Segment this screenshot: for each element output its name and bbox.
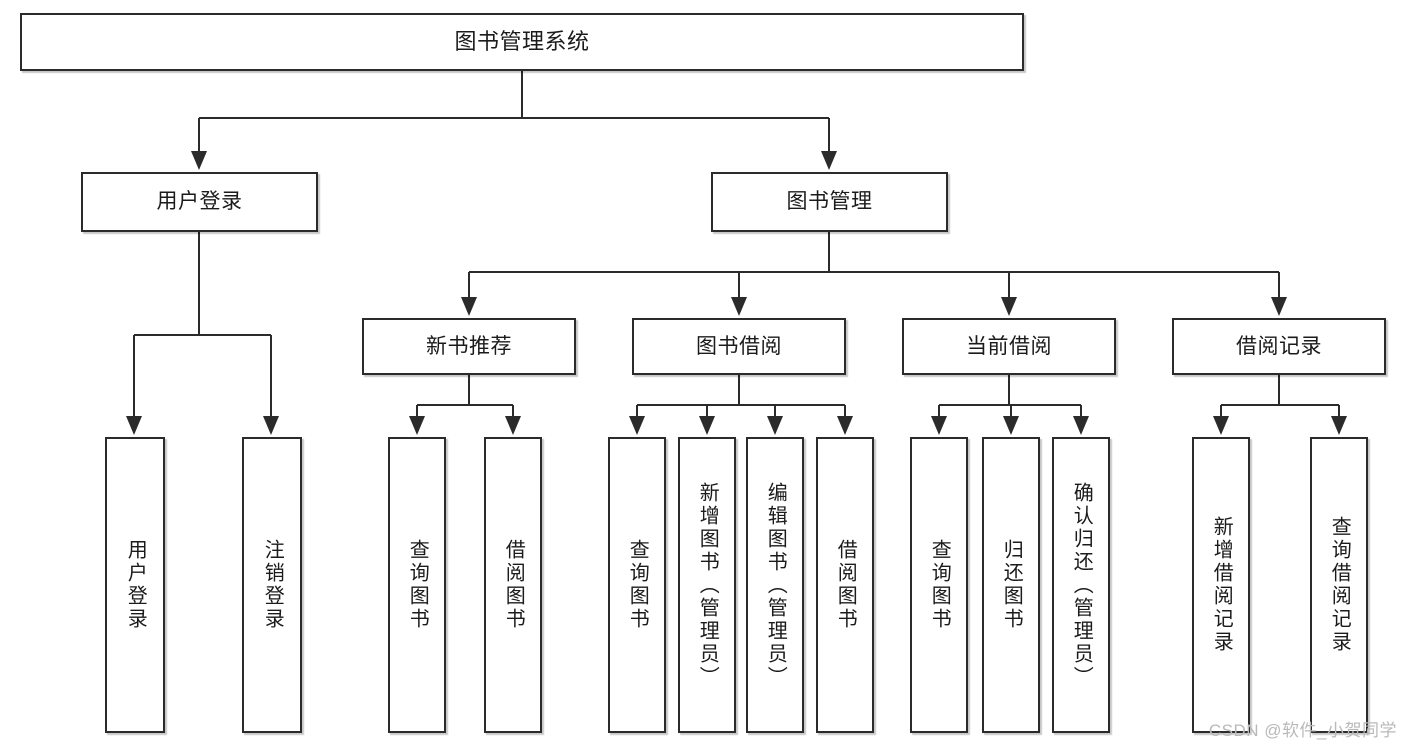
connector-arrow-logout-user bbox=[263, 416, 279, 435]
node-rec-query-book[interactable]: 查询图书 bbox=[388, 437, 446, 733]
node-label-bb-edit-book: 编辑图书（管理员） bbox=[764, 481, 787, 689]
node-br-add-record[interactable]: 新增借阅记录 bbox=[1192, 437, 1250, 733]
node-label-br-add-record: 新增借阅记录 bbox=[1210, 516, 1233, 654]
node-label-cb-confirm-return: 确认归还（管理员） bbox=[1070, 481, 1093, 689]
connector-arrow-bb-add-book bbox=[699, 416, 715, 435]
connector-arrow-user-login bbox=[191, 151, 207, 170]
connector-arrow-book-borrow bbox=[731, 297, 747, 316]
node-label-cb-query-book: 查询图书 bbox=[928, 539, 951, 631]
watermark-label: CSDN @软件_小贺同学 bbox=[1208, 721, 1397, 740]
node-current-borrow[interactable]: 当前借阅 bbox=[902, 318, 1116, 375]
node-label-br-query-record: 查询借阅记录 bbox=[1328, 516, 1351, 654]
node-bb-borrow-book[interactable]: 借阅图书 bbox=[816, 437, 874, 733]
node-label-new-book-rec: 新书推荐 bbox=[426, 334, 512, 358]
node-user-login[interactable]: 用户登录 bbox=[81, 172, 318, 232]
node-br-query-record[interactable]: 查询借阅记录 bbox=[1310, 437, 1368, 733]
connector-arrow-current-borrow bbox=[1001, 297, 1017, 316]
node-bb-add-book[interactable]: 新增图书（管理员） bbox=[678, 437, 736, 733]
node-book-borrow[interactable]: 图书借阅 bbox=[632, 318, 846, 375]
node-label-bb-add-book: 新增图书（管理员） bbox=[696, 481, 719, 689]
connector-arrow-br-add-record bbox=[1213, 416, 1229, 435]
node-root[interactable]: 图书管理系统 bbox=[20, 13, 1024, 71]
node-label-cb-return-book: 归还图书 bbox=[1000, 539, 1023, 631]
node-new-book-rec[interactable]: 新书推荐 bbox=[362, 318, 576, 375]
connector-arrow-cb-confirm-return bbox=[1073, 416, 1089, 435]
node-label-login-user: 用户登录 bbox=[124, 539, 147, 631]
node-label-current-borrow: 当前借阅 bbox=[966, 334, 1052, 358]
node-label-rec-query-book: 查询图书 bbox=[406, 539, 429, 631]
node-rec-borrow-book[interactable]: 借阅图书 bbox=[484, 437, 542, 733]
connector-arrow-br-query-record bbox=[1331, 416, 1347, 435]
connector-arrow-rec-borrow-book bbox=[505, 416, 521, 435]
connector-arrow-new-book-rec bbox=[461, 297, 477, 316]
node-bb-query-book[interactable]: 查询图书 bbox=[608, 437, 666, 733]
connector-arrow-cb-return-book bbox=[1003, 416, 1019, 435]
node-label-book-borrow: 图书借阅 bbox=[696, 334, 782, 358]
node-label-borrow-record: 借阅记录 bbox=[1236, 334, 1322, 358]
connector-arrow-book-manage bbox=[821, 151, 837, 170]
connector-arrow-bb-query-book bbox=[629, 416, 645, 435]
node-label-rec-borrow-book: 借阅图书 bbox=[502, 539, 525, 631]
node-logout-user[interactable]: 注销登录 bbox=[242, 437, 302, 733]
node-label-book-manage: 图书管理 bbox=[786, 190, 873, 214]
connector-arrow-borrow-record bbox=[1271, 297, 1287, 316]
connector-arrow-bb-edit-book bbox=[767, 416, 783, 435]
node-book-manage[interactable]: 图书管理 bbox=[711, 172, 948, 232]
node-label-user-login: 用户登录 bbox=[156, 190, 243, 214]
connector-arrow-login-user bbox=[126, 416, 142, 435]
node-cb-confirm-return[interactable]: 确认归还（管理员） bbox=[1052, 437, 1110, 733]
node-cb-query-book[interactable]: 查询图书 bbox=[910, 437, 968, 733]
node-label-root: 图书管理系统 bbox=[454, 28, 590, 54]
connector-arrow-rec-query-book bbox=[409, 416, 425, 435]
node-label-bb-query-book: 查询图书 bbox=[626, 539, 649, 631]
node-borrow-record[interactable]: 借阅记录 bbox=[1172, 318, 1386, 375]
connector-arrow-cb-query-book bbox=[931, 416, 947, 435]
node-label-logout-user: 注销登录 bbox=[261, 539, 284, 631]
node-cb-return-book[interactable]: 归还图书 bbox=[982, 437, 1040, 733]
connector-arrow-bb-borrow-book bbox=[837, 416, 853, 435]
node-login-user[interactable]: 用户登录 bbox=[105, 437, 165, 733]
node-bb-edit-book[interactable]: 编辑图书（管理员） bbox=[746, 437, 804, 733]
node-label-bb-borrow-book: 借阅图书 bbox=[834, 539, 857, 631]
